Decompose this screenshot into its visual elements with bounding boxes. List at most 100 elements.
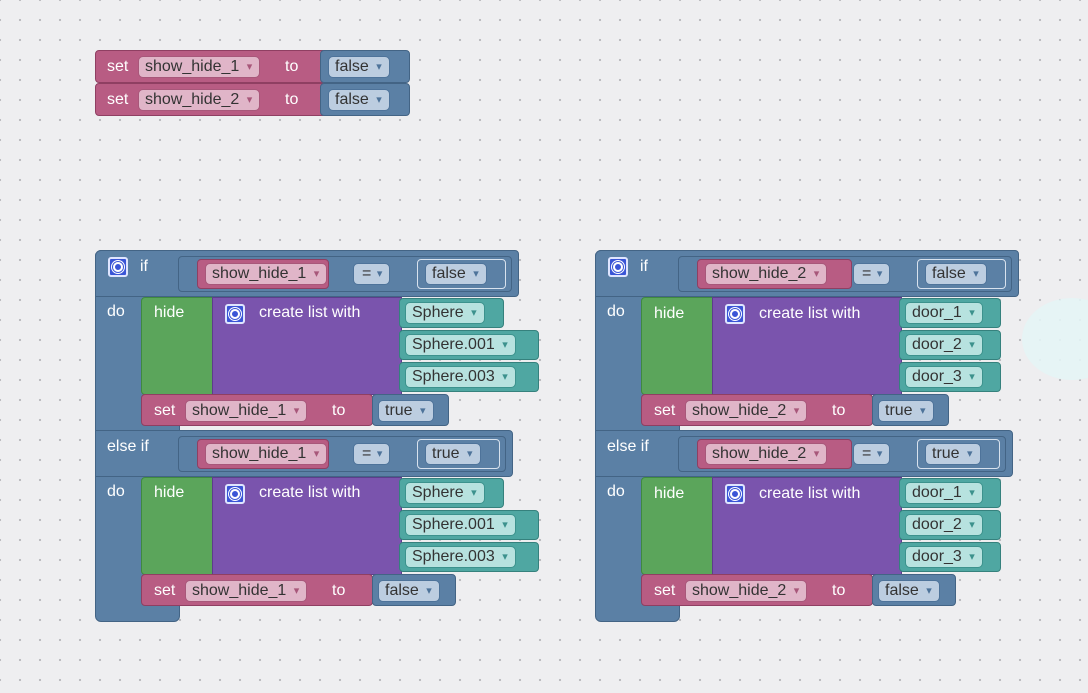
set-variable-block[interactable]: set show_hide_1 to	[141, 574, 373, 606]
boolean-block[interactable]: true	[372, 394, 449, 426]
text-block[interactable]: Sphere.003	[399, 362, 539, 392]
text-block[interactable]: door_3	[899, 362, 1001, 392]
boolean-dropdown[interactable]: true	[425, 443, 481, 465]
boolean-block[interactable]: false	[320, 50, 410, 83]
variable-get-block[interactable]: show_hide_1	[197, 439, 329, 469]
do-label: do	[607, 303, 625, 320]
hide-label: hide	[654, 485, 685, 502]
boolean-block[interactable]: false	[917, 259, 1006, 289]
text-block[interactable]: Sphere.001	[399, 330, 539, 360]
create-list-block[interactable]: create list with	[212, 297, 402, 395]
hide-label: hide	[654, 305, 685, 322]
gear-icon[interactable]	[225, 304, 245, 324]
operator-dropdown[interactable]: =	[853, 443, 891, 465]
create-list-block[interactable]: create list with	[712, 297, 902, 395]
text-dropdown[interactable]: Sphere.001	[405, 514, 516, 536]
set-variable-block[interactable]: set show_hide_1 to	[141, 394, 373, 426]
gear-icon[interactable]	[225, 484, 245, 504]
create-list-label: create list with	[759, 305, 861, 322]
set-variable-block[interactable]: set show_hide_2 to	[641, 574, 873, 606]
do-label: do	[607, 483, 625, 500]
boolean-dropdown[interactable]: false	[378, 580, 440, 602]
text-block[interactable]: door_1	[899, 298, 1001, 328]
variable-dropdown[interactable]: show_hide_2	[705, 443, 828, 465]
text-block[interactable]: Sphere	[399, 298, 504, 328]
to-label: to	[285, 58, 299, 75]
text-dropdown[interactable]: door_3	[905, 546, 983, 568]
create-list-block[interactable]: create list with	[712, 477, 902, 575]
text-dropdown[interactable]: Sphere.001	[405, 334, 516, 356]
boolean-dropdown[interactable]: true	[878, 400, 934, 422]
text-block[interactable]: door_3	[899, 542, 1001, 572]
else-if-label: else if	[107, 438, 149, 455]
text-block[interactable]: Sphere	[399, 478, 504, 508]
variable-dropdown[interactable]: show_hide_1	[205, 263, 328, 285]
text-block[interactable]: door_2	[899, 330, 1001, 360]
variable-get-block[interactable]: show_hide_2	[697, 259, 852, 289]
variable-dropdown[interactable]: show_hide_2	[138, 89, 261, 111]
text-dropdown[interactable]: Sphere.003	[405, 546, 516, 568]
text-block[interactable]: Sphere.001	[399, 510, 539, 540]
text-dropdown[interactable]: door_1	[905, 482, 983, 504]
variable-dropdown[interactable]: show_hide_1	[185, 580, 308, 602]
to-label: to	[285, 91, 299, 108]
hide-label: hide	[154, 304, 185, 321]
hide-label: hide	[154, 484, 185, 501]
if-label: if	[140, 258, 148, 275]
text-block[interactable]: door_2	[899, 510, 1001, 540]
create-list-block[interactable]: create list with	[212, 477, 402, 575]
set-variable-block[interactable]: set show_hide_2 to	[95, 83, 327, 116]
set-label: set	[154, 402, 176, 419]
gear-icon[interactable]	[725, 304, 745, 324]
boolean-dropdown[interactable]: false	[925, 263, 987, 285]
text-block[interactable]: Sphere.003	[399, 542, 539, 572]
boolean-dropdown[interactable]: false	[328, 89, 390, 111]
boolean-block[interactable]: false	[417, 259, 506, 289]
boolean-dropdown[interactable]: true	[925, 443, 981, 465]
variable-get-block[interactable]: show_hide_1	[197, 259, 329, 289]
set-label: set	[107, 91, 129, 108]
text-dropdown[interactable]: door_3	[905, 366, 983, 388]
gear-icon[interactable]	[608, 257, 628, 277]
text-dropdown[interactable]: door_1	[905, 302, 983, 324]
boolean-block[interactable]: true	[917, 439, 1000, 469]
variable-get-block[interactable]: show_hide_2	[697, 439, 852, 469]
boolean-block[interactable]: true	[872, 394, 949, 426]
to-label: to	[832, 582, 846, 599]
variable-dropdown[interactable]: show_hide_2	[705, 263, 828, 285]
text-dropdown[interactable]: Sphere.003	[405, 366, 516, 388]
text-dropdown[interactable]: Sphere	[405, 482, 485, 504]
boolean-block[interactable]: false	[372, 574, 456, 606]
if-label: if	[640, 258, 648, 275]
operator-dropdown[interactable]: =	[353, 263, 391, 285]
boolean-dropdown[interactable]: false	[425, 263, 487, 285]
to-label: to	[832, 402, 846, 419]
text-dropdown[interactable]: door_2	[905, 334, 983, 356]
boolean-dropdown[interactable]: false	[328, 56, 390, 78]
variable-dropdown[interactable]: show_hide_1	[205, 443, 328, 465]
text-dropdown[interactable]: door_2	[905, 514, 983, 536]
else-if-label: else if	[607, 438, 649, 455]
set-variable-block[interactable]: set show_hide_1 to	[95, 50, 327, 83]
set-label: set	[107, 58, 129, 75]
variable-dropdown[interactable]: show_hide_1	[185, 400, 308, 422]
create-list-label: create list with	[759, 485, 861, 502]
set-label: set	[654, 582, 676, 599]
variable-dropdown[interactable]: show_hide_2	[685, 400, 808, 422]
variable-dropdown[interactable]: show_hide_2	[685, 580, 808, 602]
boolean-block[interactable]: false	[872, 574, 956, 606]
boolean-dropdown[interactable]: true	[378, 400, 434, 422]
set-variable-block[interactable]: set show_hide_2 to	[641, 394, 873, 426]
to-label: to	[332, 402, 346, 419]
gear-icon[interactable]	[725, 484, 745, 504]
variable-dropdown[interactable]: show_hide_1	[138, 56, 261, 78]
set-label: set	[154, 582, 176, 599]
gear-icon[interactable]	[108, 257, 128, 277]
operator-dropdown[interactable]: =	[353, 443, 391, 465]
text-dropdown[interactable]: Sphere	[405, 302, 485, 324]
boolean-block[interactable]: true	[417, 439, 500, 469]
operator-dropdown[interactable]: =	[853, 263, 891, 285]
boolean-block[interactable]: false	[320, 83, 410, 116]
boolean-dropdown[interactable]: false	[878, 580, 940, 602]
text-block[interactable]: door_1	[899, 478, 1001, 508]
